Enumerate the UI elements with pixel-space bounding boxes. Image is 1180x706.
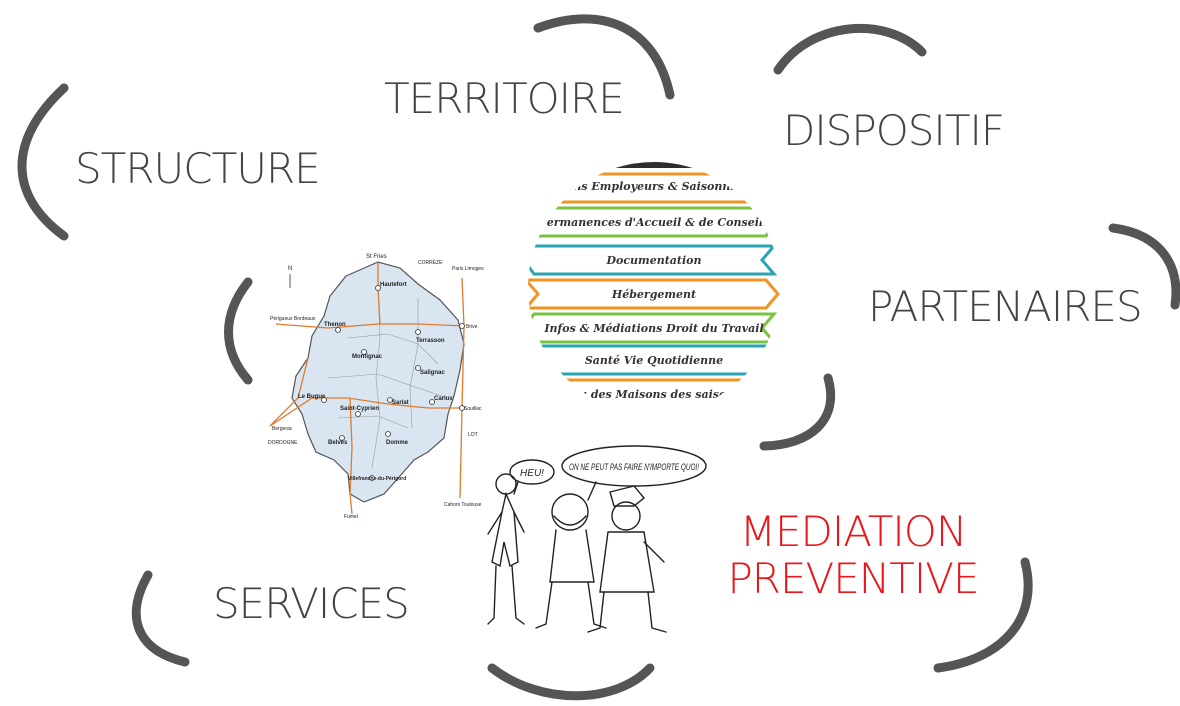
map-city-thenon: Thenon bbox=[324, 322, 346, 328]
arc-mediation bbox=[933, 557, 1033, 673]
map-city-st-fries: St Fries bbox=[366, 254, 387, 260]
cartoon-illustration: HEU! ON NE PEUT PAS FAIRE N'IMPORTE QUOI… bbox=[487, 445, 707, 633]
service-infos-mediations: Infos & Médiations Droit du Travail bbox=[543, 322, 763, 335]
map-region-correze: CORRÈZE bbox=[418, 259, 443, 266]
territory-map: N St Fries Hautefort Thenon Terrasson Mo… bbox=[268, 254, 484, 520]
label-territoire: TERRITOIRE bbox=[384, 74, 625, 123]
arc-dispositif bbox=[773, 23, 927, 75]
map-edge-paris: Paris Limoges bbox=[452, 266, 484, 272]
service-reseau: Réseau des Maisons des saisonniers bbox=[542, 388, 766, 401]
service-sante: Santé Vie Quotidienne bbox=[585, 354, 723, 367]
arc-territoire bbox=[533, 14, 675, 100]
service-hebergement: Hébergement bbox=[611, 288, 696, 301]
map-region-lot: LOT bbox=[468, 432, 478, 438]
label-partenaires: PARTENAIRES bbox=[868, 282, 1143, 331]
map-edge-brive: Brive bbox=[466, 324, 478, 330]
service-permanences: Permanences d'Accueil & de Conseils bbox=[538, 216, 770, 229]
map-region-dordogne: DORDOGNE bbox=[268, 440, 298, 446]
map-city-le-bugue: Le Bugue bbox=[298, 394, 326, 400]
label-dispositif: DISPOSITIF bbox=[783, 106, 1005, 155]
map-edge-perigueux: Périgueux Bordeaux bbox=[270, 316, 316, 322]
label-mediation-preventive: MEDIATION PREVENTIVE bbox=[726, 508, 980, 602]
arc-services bbox=[131, 570, 190, 667]
map-city-montignac: Montignac bbox=[352, 354, 383, 360]
arc-map-left bbox=[224, 277, 253, 385]
bubble-heu: HEU! bbox=[520, 468, 544, 479]
service-liens-employeurs: Liens Employeurs & Saisonniers bbox=[553, 180, 753, 193]
arc-partenaires bbox=[1108, 223, 1180, 310]
label-preventive: PREVENTIVE bbox=[727, 554, 979, 604]
map-city-villefranche: Villefranche-du-Périgord bbox=[348, 476, 406, 482]
label-services: SERVICES bbox=[213, 579, 410, 628]
map-city-salignac: Salignac bbox=[420, 370, 445, 376]
map-edge-fumel: Fumel bbox=[344, 514, 358, 520]
arc-center-right bbox=[759, 373, 836, 451]
map-city-carlux: Carlux bbox=[434, 396, 453, 402]
map-edge-souillac: Souillac bbox=[464, 406, 482, 412]
map-city-terrasson: Terrasson bbox=[416, 338, 445, 344]
arc-bottom-center bbox=[487, 663, 655, 701]
map-north: N bbox=[288, 266, 292, 272]
map-city-belves: Belvès bbox=[328, 440, 348, 446]
map-city-domme: Domme bbox=[386, 440, 409, 446]
arc-structure bbox=[17, 83, 69, 241]
map-city-hautefort: Hautefort bbox=[380, 282, 407, 288]
map-city-saint-cyprien: Saint-Cyprien bbox=[340, 406, 379, 412]
label-structure: STRUCTURE bbox=[75, 144, 321, 193]
map-edge-cahors: Cahors Toulouse bbox=[444, 502, 482, 508]
services-circle: Liens Employeurs & Saisonniers Permanenc… bbox=[528, 162, 780, 414]
label-mediation: MEDIATION bbox=[739, 507, 968, 556]
bubble-on-ne-peut-pas: ON NE PEUT PAS FAIRE N'IMPORTE QUOI! bbox=[569, 462, 699, 472]
map-city-sarlat: Sarlat bbox=[392, 400, 409, 406]
map-territory bbox=[291, 261, 465, 503]
service-documentation: Documentation bbox=[605, 254, 701, 267]
map-edge-bergerac: Bergerac bbox=[272, 426, 293, 432]
